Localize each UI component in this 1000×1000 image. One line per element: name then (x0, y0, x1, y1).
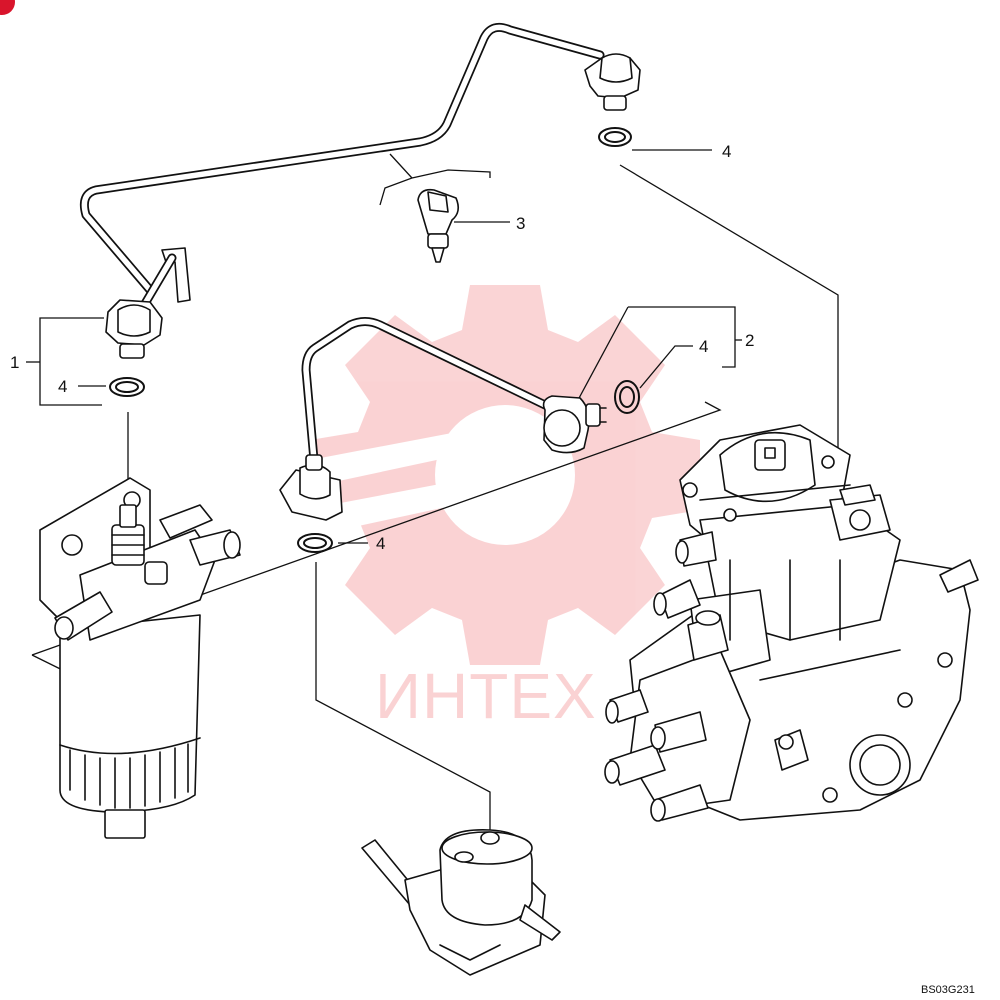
drawing-code: BS03G231 (921, 984, 975, 996)
banjo-fitting-middle (279, 454, 343, 521)
callout-3: 3 (516, 214, 525, 233)
callout-1: 1 (10, 353, 19, 372)
washer-top (598, 127, 632, 147)
callout-labels: 1 4 4 3 4 4 2 (10, 142, 754, 553)
corner-badge (0, 0, 15, 15)
watermark: ИНТЕХ (310, 285, 700, 732)
pipe-clip (417, 188, 460, 263)
fuel-filter (39, 477, 241, 839)
washer-middle (297, 533, 333, 553)
feed-pump (361, 829, 561, 976)
callout-4-left: 4 (58, 377, 67, 396)
banjo-bolt-right (542, 395, 607, 454)
leader-lines (26, 149, 839, 830)
callout-4-top: 4 (722, 142, 731, 161)
callout-4-middle: 4 (376, 534, 385, 553)
washer-left (109, 377, 145, 397)
banjo-fitting-top (584, 53, 641, 111)
injection-pump (604, 424, 979, 822)
callout-4-right: 4 (699, 337, 708, 356)
watermark-text: ИНТЕХ (375, 660, 597, 732)
fuel-pipe-2 (301, 317, 550, 465)
callout-2: 2 (745, 331, 754, 350)
washer-right (614, 380, 640, 414)
banjo-fitting-left (105, 299, 163, 359)
fuel-pipe-1 (79, 22, 605, 317)
gear-logo-icon (310, 285, 700, 665)
